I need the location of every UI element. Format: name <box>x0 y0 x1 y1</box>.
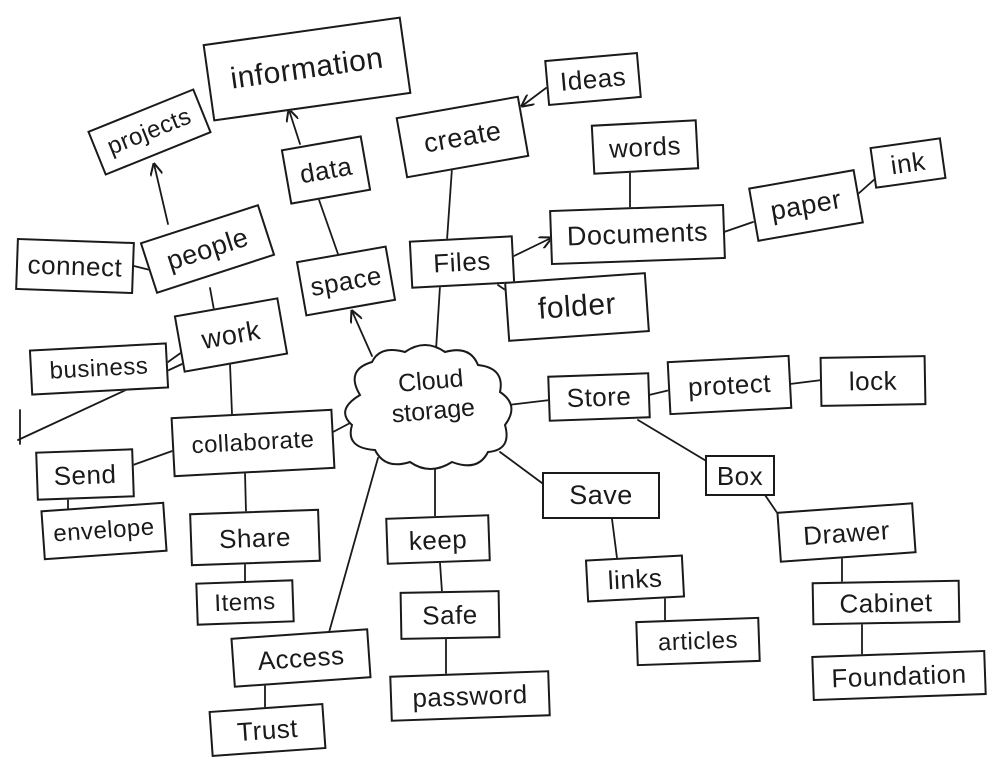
node-save: Save <box>542 472 660 519</box>
node-cabinet: Cabinet <box>811 579 961 626</box>
connector-files-cloud <box>435 285 441 351</box>
connector-ideas-create <box>522 87 547 106</box>
connector-cloud-save <box>499 451 547 487</box>
node-documents: Documents <box>549 203 726 266</box>
connector-cloud-store <box>507 399 551 406</box>
node-trust: Trust <box>208 703 327 757</box>
cloud-shape <box>344 344 513 470</box>
connector-send-collaborate <box>132 449 176 466</box>
node-business: business <box>28 342 170 396</box>
node-send: Send <box>35 448 135 501</box>
node-foundation: Foundation <box>811 649 987 702</box>
connector-protect-lock <box>789 379 823 385</box>
node-keep: keep <box>385 514 491 565</box>
connector-cloud-access <box>327 457 379 637</box>
node-items: Items <box>195 579 295 626</box>
connector-store-protect <box>648 389 671 396</box>
node-words: words <box>590 119 700 175</box>
node-ideas: Ideas <box>544 51 642 107</box>
connector-store-box <box>637 419 709 463</box>
connector-save-links <box>611 518 618 559</box>
connector-create-files <box>446 167 453 241</box>
central-topic-cloud-storage: Cloud storage <box>360 360 505 432</box>
connector-data-information <box>289 110 301 145</box>
node-envelope: envelope <box>40 501 168 561</box>
connector-data-space <box>317 196 339 255</box>
connector-paper-ink <box>857 177 877 195</box>
node-store: Store <box>547 372 651 422</box>
connector-collaborate-cloud <box>332 421 353 433</box>
connector-collaborate-share <box>244 472 247 513</box>
connector-people-work <box>209 287 215 311</box>
node-access: Access <box>230 628 372 688</box>
connector-keep-safe <box>439 562 443 593</box>
node-share: Share <box>189 508 321 567</box>
node-protect: protect <box>666 354 793 416</box>
node-connect: connect <box>15 237 135 295</box>
node-links: links <box>584 554 686 603</box>
node-files: Files <box>408 235 516 289</box>
connector-files-documents <box>513 238 551 257</box>
node-safe: Safe <box>399 590 501 640</box>
connector-people-projects <box>154 164 169 225</box>
node-drawer: Drawer <box>776 502 917 563</box>
node-articles: articles <box>635 616 761 667</box>
connector-work-collaborate <box>229 363 233 415</box>
node-box: Box <box>705 455 775 496</box>
node-folder: folder <box>504 272 650 342</box>
connector-documents-paper <box>723 221 754 233</box>
node-password: password <box>389 670 551 722</box>
node-lock: lock <box>819 355 927 407</box>
node-collaborate: collaborate <box>170 408 336 478</box>
connector-cloud-space <box>352 311 373 357</box>
